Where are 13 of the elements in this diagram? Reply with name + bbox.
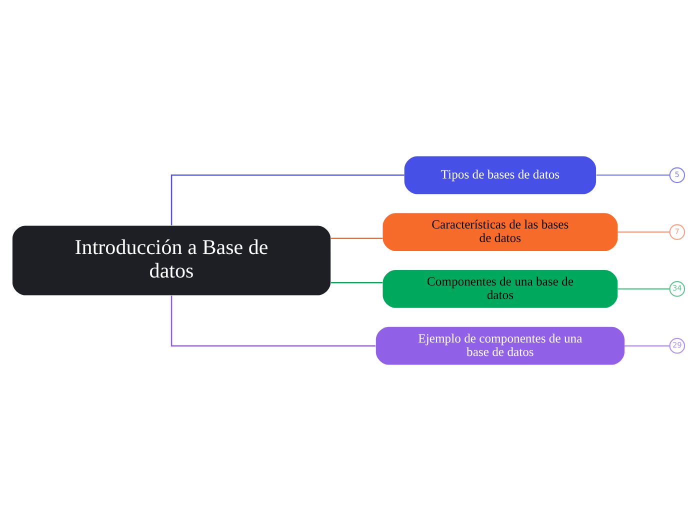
node-box: Ejemplo de componentes de una base de datos (376, 326, 624, 364)
connector (624, 344, 670, 346)
connector (331, 237, 382, 239)
connector (596, 174, 670, 176)
node-box: Tipos de bases de datos (404, 156, 596, 194)
node-box: Características de las bases de datos (382, 212, 618, 251)
connector (170, 174, 404, 225)
connector (331, 281, 382, 283)
connector (618, 288, 670, 290)
node-box: Componentes de una base de datos (382, 269, 618, 308)
connector (170, 295, 376, 346)
node-box: Introducción a Base de datos (12, 225, 331, 295)
connector (618, 230, 670, 232)
